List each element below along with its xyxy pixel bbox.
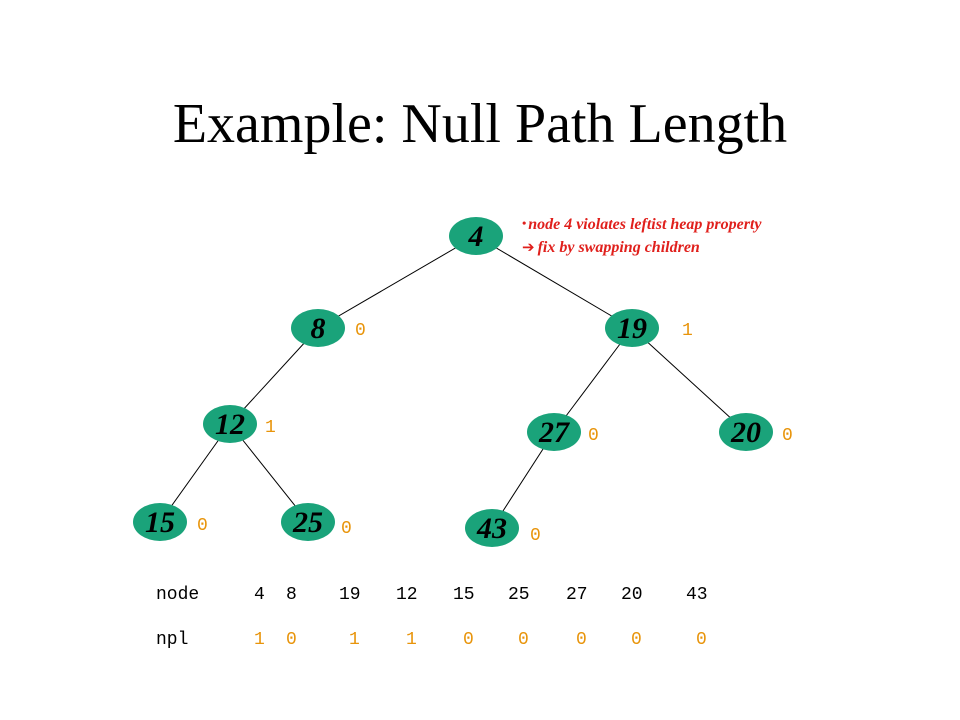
node-row-cell: 19	[339, 585, 361, 605]
node-value: 43	[476, 512, 507, 545]
tree-node-25: 25 0	[281, 503, 352, 541]
node-row-header: node	[156, 585, 200, 605]
tree-node-27: 27 0	[527, 413, 599, 451]
tree-node-4: 4	[449, 217, 503, 255]
node-value: 25	[292, 506, 323, 539]
npl-row-cell: 0	[518, 630, 529, 650]
node-circle	[465, 509, 519, 547]
node-row-cell: 4	[254, 585, 265, 605]
node-row-cell: 20	[621, 585, 643, 605]
node-value: 20	[730, 416, 761, 449]
tree-edge	[475, 235, 633, 329]
npl-row-cell: 1	[406, 630, 417, 650]
node-value: 27	[538, 416, 570, 449]
npl-value-label: 0	[782, 426, 793, 446]
npl-row-cell: 0	[463, 630, 474, 650]
node-circle	[133, 503, 187, 541]
node-row-cell: 15	[453, 585, 475, 605]
bullet-icon: •	[522, 216, 527, 230]
node-row: node 4 8 19 12 15 25 27 20 43	[156, 585, 708, 625]
node-circle	[527, 413, 581, 451]
tree-edge	[631, 327, 747, 433]
note-line-1: •node 4 violates leftist heap property	[522, 212, 762, 236]
tree-edge	[317, 235, 477, 329]
npl-row-cell: 0	[576, 630, 587, 650]
node-circle	[719, 413, 773, 451]
node-value: 15	[145, 506, 175, 539]
tree-node-19: 19 1	[605, 309, 693, 347]
npl-value-label: 0	[530, 526, 541, 546]
node-row-cell: 12	[396, 585, 418, 605]
node-row-cell: 27	[566, 585, 588, 605]
npl-value-label: 1	[265, 418, 276, 438]
tree-edge	[553, 327, 633, 433]
note-line-2: ➔fix by swapping children	[522, 236, 762, 259]
npl-row-cell: 1	[349, 630, 360, 650]
tree-node-20: 20 0	[719, 413, 793, 451]
annotation-note: •node 4 violates leftist heap property ➔…	[522, 212, 762, 259]
npl-row-cell: 0	[631, 630, 642, 650]
node-value: 4	[468, 220, 484, 253]
slide-title: Example: Null Path Length	[172, 93, 788, 155]
npl-value-label: 0	[197, 516, 208, 536]
node-row-cell: 25	[508, 585, 530, 605]
node-circle	[291, 309, 345, 347]
note-text-2: fix by swapping children	[537, 239, 700, 256]
npl-value-label: 1	[682, 321, 693, 341]
npl-row: npl 1 0 1 1 0 0 0 0 0	[156, 630, 707, 670]
tree-node-15: 15 0	[133, 503, 208, 541]
npl-value-label: 0	[355, 321, 366, 341]
node-row-cell: 43	[686, 585, 708, 605]
node-circle	[449, 217, 503, 255]
node-circle	[605, 309, 659, 347]
tree-node-43: 43 0	[465, 509, 541, 547]
node-value: 19	[617, 312, 647, 345]
tree-node-12: 12 1	[203, 405, 276, 443]
tree-edge	[229, 327, 319, 425]
node-circle	[203, 405, 257, 443]
node-circle	[281, 503, 335, 541]
note-text-1: node 4 violates leftist heap property	[528, 216, 762, 233]
npl-row-cell: 1	[254, 630, 265, 650]
npl-row-cell: 0	[696, 630, 707, 650]
npl-row-cell: 0	[286, 630, 297, 650]
npl-value-label: 0	[341, 519, 352, 539]
node-row-cell: 8	[286, 585, 297, 605]
npl-value-label: 0	[588, 426, 599, 446]
npl-row-header: npl	[156, 630, 189, 650]
node-value: 8	[311, 312, 326, 345]
node-value: 12	[215, 408, 245, 441]
arrow-right-icon: ➔	[522, 238, 535, 256]
